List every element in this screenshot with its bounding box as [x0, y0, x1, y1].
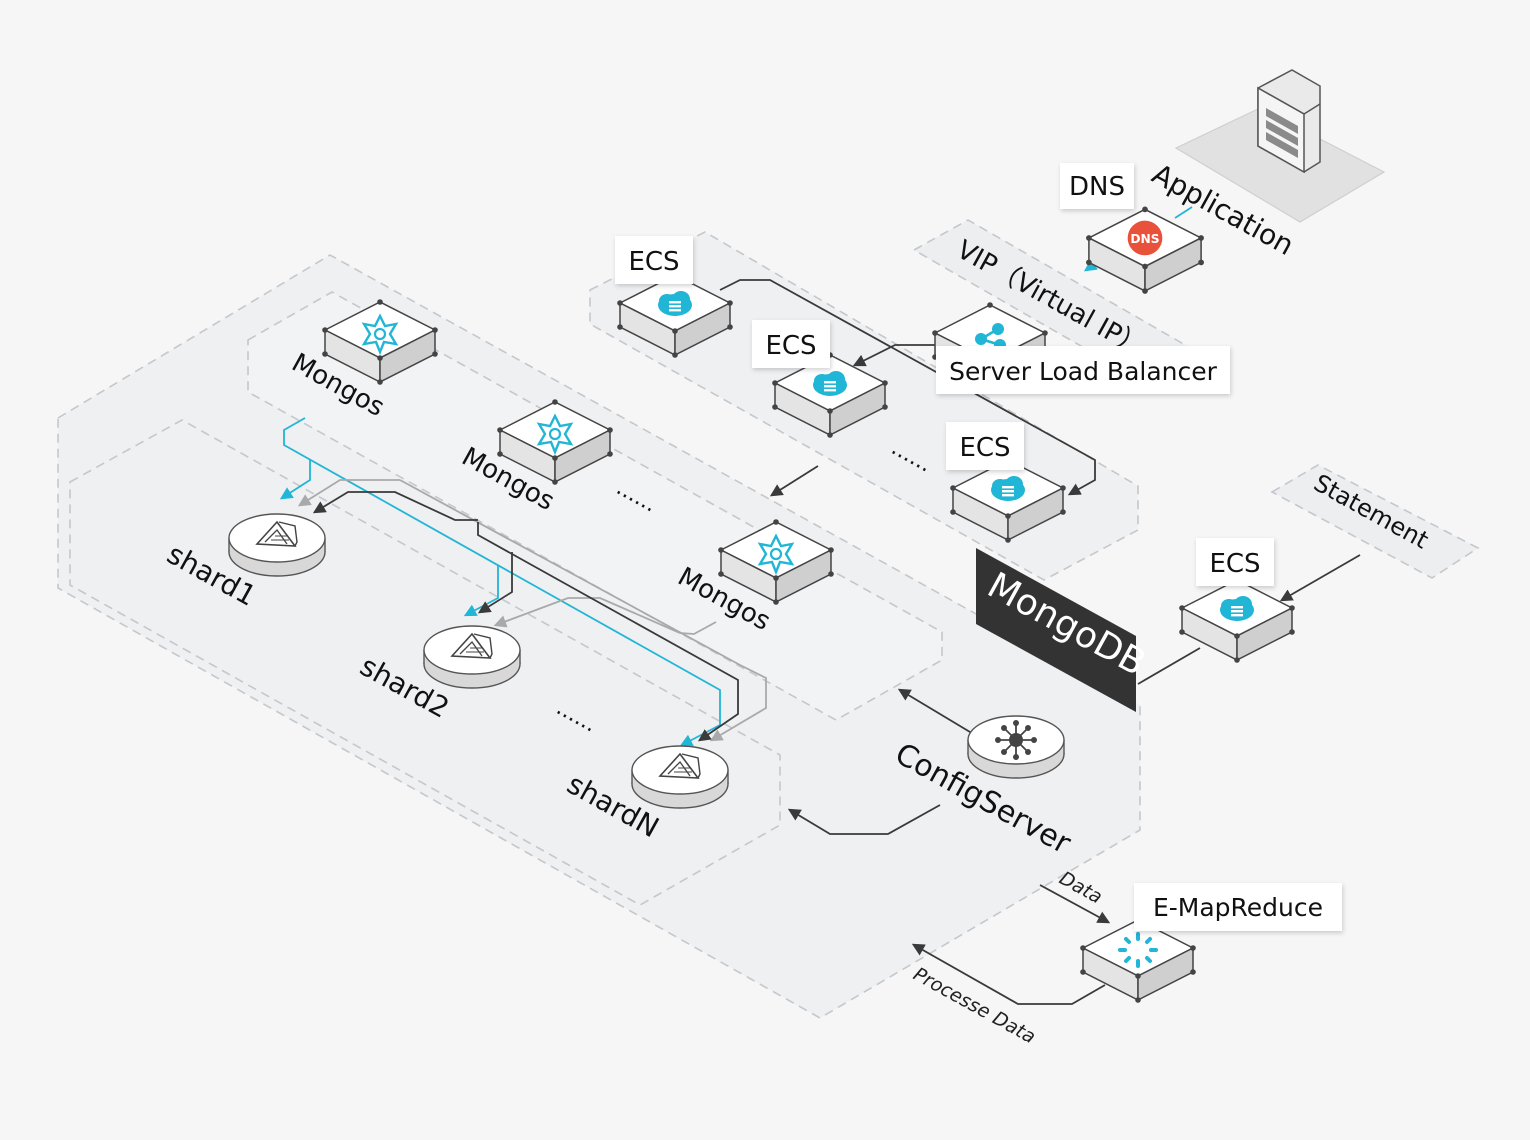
processe-data-label: Processe Data	[910, 963, 1040, 1048]
application-server	[1257, 69, 1321, 174]
statement-to-ecs-arrow	[1279, 554, 1361, 602]
route-cyan-2	[279, 460, 311, 500]
data-arrow	[1039, 884, 1111, 924]
e-mapreduce-node	[1079, 916, 1197, 1004]
data-label: Data	[1056, 867, 1106, 908]
ecs-to-mongos-arrow	[769, 465, 819, 497]
statement-zone	[1270, 464, 1480, 579]
hub-node-icon	[995, 720, 1037, 760]
shard-zone	[69, 419, 781, 906]
route-cyan-1	[283, 417, 721, 747]
shard2-node	[423, 625, 521, 689]
route-grey-1	[297, 479, 400, 507]
route-grey-3	[493, 597, 681, 634]
ecs-card-statement: ECS	[1196, 538, 1274, 586]
dns-badge-text: DNS	[1130, 232, 1159, 246]
ecs-card-1: ECS	[615, 236, 693, 284]
slb-card: Server Load Balancer	[936, 346, 1230, 394]
e-mapreduce-card: E-MapReduce	[1134, 883, 1342, 931]
route-grey-2	[399, 479, 767, 742]
slb-label: Server Load Balancer	[949, 357, 1218, 386]
shard1-node	[228, 513, 326, 577]
server-rack-icon	[1266, 108, 1298, 158]
dns-card: DNS	[1060, 163, 1134, 209]
dns-node: DNS	[1085, 205, 1205, 295]
route-dark-1	[312, 491, 478, 521]
ecs-card-2: ECS	[752, 320, 830, 368]
route-cyan-3	[463, 565, 499, 617]
slb-to-ecs-line-2	[852, 344, 950, 367]
ecs-card-3: ECS	[946, 422, 1024, 470]
slb-to-ecs-line-1	[719, 279, 1096, 496]
dns-label: DNS	[1069, 172, 1125, 202]
dns-badge-icon: DNS	[1127, 220, 1163, 256]
mongos-zone	[247, 291, 943, 721]
ecs-1-label: ECS	[628, 247, 679, 277]
application-platform	[1174, 107, 1386, 223]
config-to-shards-arrow	[787, 804, 941, 835]
ecs-statement-label: ECS	[1209, 549, 1260, 579]
shardN-node	[631, 745, 729, 809]
mongodb-cluster-zone	[57, 254, 1141, 1019]
route-dark-2	[477, 522, 739, 742]
ecs-to-mongodb-line	[1137, 647, 1201, 685]
processe-data-arrow	[911, 943, 1106, 1005]
ecs-2-label: ECS	[765, 331, 816, 361]
route-grey-4	[679, 621, 717, 635]
e-mapreduce-label: E-MapReduce	[1153, 893, 1323, 922]
spinner-ring-icon	[1118, 932, 1158, 968]
config-to-mongos-arrow	[897, 688, 976, 736]
ecs-3-label: ECS	[959, 433, 1010, 463]
route-dark-3	[477, 552, 513, 614]
app-to-dns-line	[1174, 206, 1193, 219]
config-server-node	[967, 715, 1065, 779]
